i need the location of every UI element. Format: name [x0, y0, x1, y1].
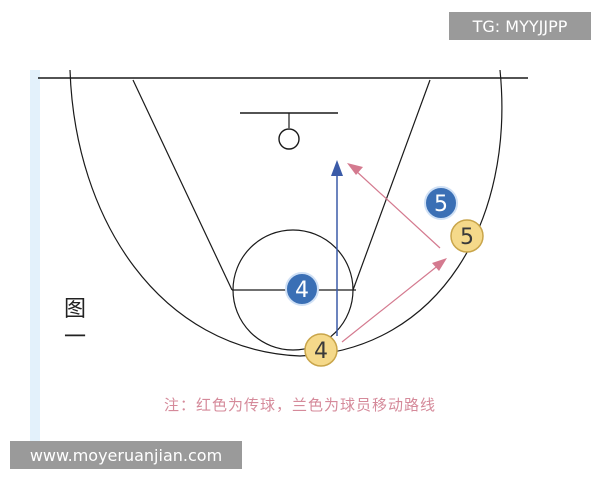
lane-right-line: [352, 79, 431, 291]
left-edge-strip: [30, 70, 40, 442]
blue-move-arrowhead: [331, 160, 343, 176]
pass-arrowhead-to-5: [432, 258, 447, 271]
player-yellow-5-label: 5: [460, 225, 474, 250]
three-point-arc: [69, 69, 503, 357]
figure-label: 图一: [63, 297, 86, 350]
rim: [278, 128, 300, 150]
player-blue-4-label: 4: [295, 278, 309, 303]
player-blue-5-label: 5: [434, 192, 448, 217]
player-blue-4: 4: [285, 272, 319, 306]
player-yellow-5: 5: [450, 219, 484, 253]
lane-left-line: [132, 79, 233, 291]
pass-arrowhead-to-4: [347, 163, 363, 175]
player-yellow-4: 4: [304, 333, 338, 367]
player-yellow-4-label: 4: [314, 339, 328, 364]
legend-note: 注：红色为传球，兰色为球员移动路线: [163, 396, 436, 414]
website-watermark: www.moyeruanjian.com: [10, 441, 242, 469]
pass-line-to-4: [354, 169, 441, 249]
telegram-watermark: TG: MYYJJPP: [449, 12, 591, 40]
player-blue-5: 5: [424, 186, 458, 220]
pass-line-to-5: [341, 263, 441, 343]
